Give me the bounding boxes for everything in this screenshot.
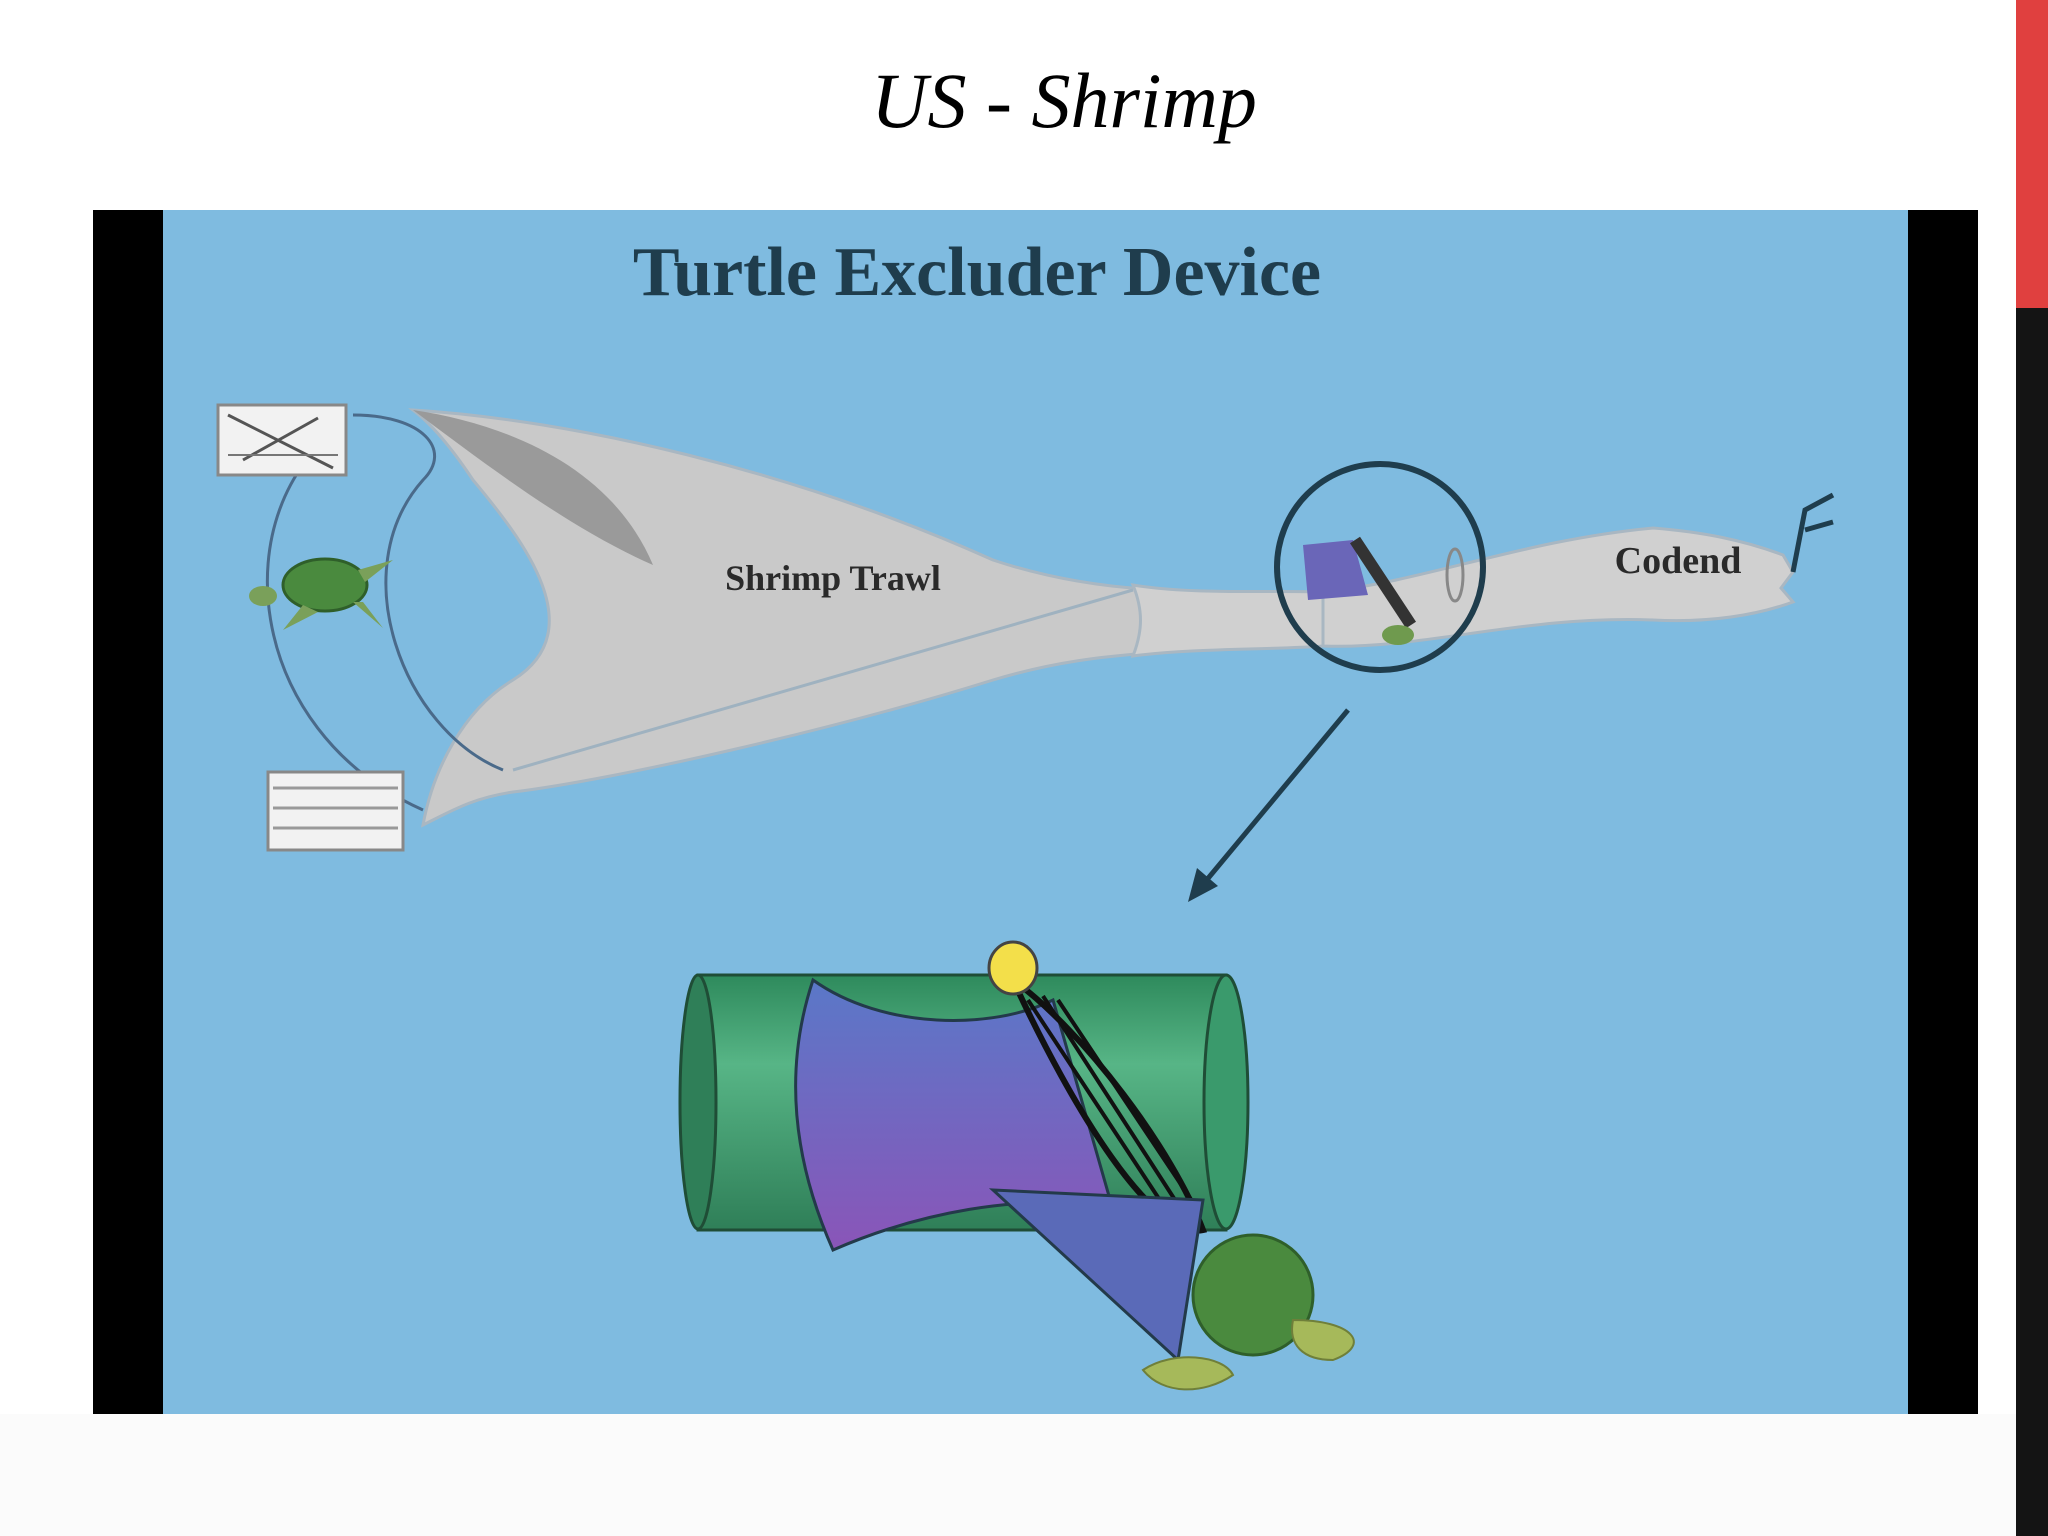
slide-title: US - Shrimp bbox=[871, 57, 1257, 144]
trawl-door-icon-lower bbox=[266, 770, 405, 852]
magnifier-circle-icon bbox=[1274, 461, 1486, 673]
ted-grid bbox=[1005, 970, 1208, 1234]
ted-diagram: Turtle Excluder Device Shrimp Trawl Code… bbox=[163, 210, 1908, 1414]
accent-bar bbox=[2016, 0, 2048, 308]
codend-bag bbox=[1321, 526, 1796, 648]
trawl-door-icon bbox=[216, 403, 348, 477]
trawl-label: Shrimp Trawl bbox=[725, 558, 941, 598]
figure-title: Turtle Excluder Device bbox=[633, 234, 1321, 311]
codend-label: Codend bbox=[1615, 540, 1742, 582]
footer-band bbox=[0, 1414, 2016, 1536]
ted-cylinder-icon bbox=[678, 970, 1355, 1391]
escaping-turtle bbox=[1191, 1233, 1315, 1357]
float-icon bbox=[987, 940, 1039, 996]
trawl-headrope bbox=[352, 413, 504, 772]
arrow-icon bbox=[1188, 708, 1350, 902]
ted-flap bbox=[988, 1188, 1205, 1364]
trawl-seam bbox=[512, 588, 1134, 772]
tail-rope-icon bbox=[1790, 492, 1835, 573]
ted-funnel bbox=[794, 977, 1116, 1252]
trawl-neck bbox=[1130, 583, 1325, 658]
trawl-net-shade bbox=[413, 410, 653, 565]
ted-figure: Turtle Excluder Device Shrimp Trawl Code… bbox=[93, 210, 1978, 1414]
side-strip bbox=[2016, 308, 2048, 1536]
turtle-icon bbox=[249, 557, 393, 630]
shrimp-trawl: Shrimp Trawl Codend bbox=[265, 408, 1796, 828]
